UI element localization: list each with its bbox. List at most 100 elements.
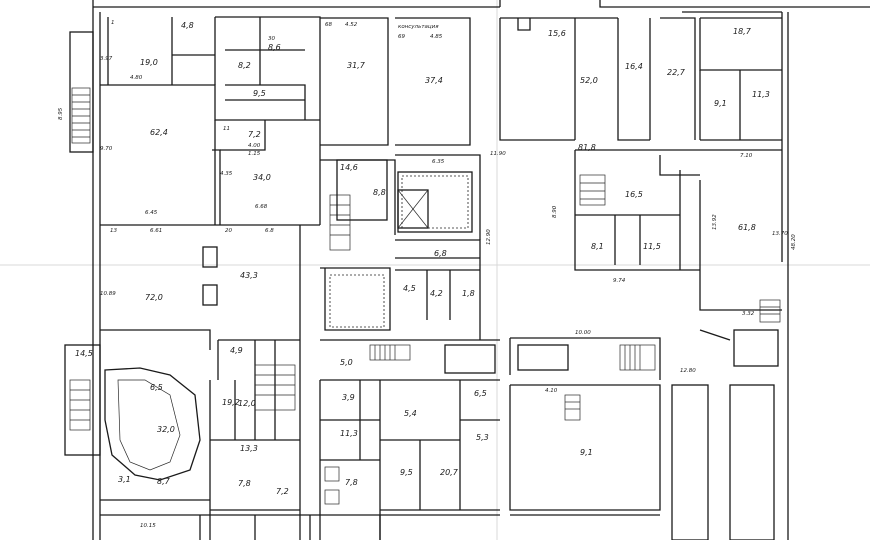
dimension-labels: 48.20 8.95 10.00 6.35 11.90 8.90 12.90 1… [58, 107, 797, 529]
room-label: 13,3 [240, 444, 258, 453]
room-label: 8,2 [238, 61, 251, 70]
bay-window [100, 367, 210, 501]
room-label: 5,3 [476, 433, 489, 442]
room-label: 62,4 [150, 128, 168, 137]
right-upper-block [499, 17, 782, 323]
room-dim: 6.45 [145, 210, 158, 216]
dim-label: 9.74 [613, 278, 626, 284]
room-label: 6,5 [474, 389, 487, 398]
room-label: 19,0 [140, 58, 158, 67]
room-dim: 4.00 [248, 143, 261, 149]
room-label: 11,3 [340, 429, 358, 438]
room-label: 81,8 [578, 143, 596, 152]
dim-label: 6.35 [432, 159, 445, 165]
room-dim: 6.8 [265, 228, 274, 234]
room-label: 5,0 [340, 358, 353, 367]
room-label: 4,5 [403, 284, 416, 293]
room-label: 8,8 [373, 188, 386, 197]
room-label: 3,1 [118, 475, 131, 484]
room-label: 15,6 [548, 29, 566, 38]
central-corridor [320, 17, 500, 341]
room-dim: 4.52 [345, 22, 358, 28]
left-annex-top [69, 31, 94, 153]
room-label: 4,9 [230, 346, 243, 355]
room-label: 20,7 [440, 468, 459, 477]
left-block-walls [100, 16, 321, 226]
room-label: 8,6 [268, 43, 281, 52]
dim-label: 12.90 [486, 229, 492, 245]
room-label: 16,4 [625, 62, 643, 71]
room-number: 11 [223, 126, 230, 132]
dim-label: 12.80 [680, 368, 696, 374]
room-label: 22,7 [667, 68, 686, 77]
room-label: 12,0 [238, 399, 256, 408]
room-label: 7,2 [276, 487, 289, 496]
room-label: 5,4 [404, 409, 417, 418]
dim-label: 10.15 [140, 523, 156, 529]
room-number: 13 [110, 228, 117, 234]
room-dim: 6.68 [255, 204, 268, 210]
room-label: 4,8 [181, 21, 194, 30]
room-label: 3,9 [342, 393, 355, 402]
lower-central-blocks [319, 344, 500, 540]
room-label: 34,0 [253, 173, 271, 182]
dim-label: 11.90 [490, 151, 506, 157]
room-number: 20 [225, 228, 232, 234]
dim-label: 7.10 [740, 153, 753, 159]
corridor-dim: 10.00 [575, 330, 591, 336]
room-label: 7,8 [238, 479, 251, 488]
room-dim: 13.70 [772, 231, 788, 237]
room-dim: 4.35 [220, 171, 233, 177]
left-annex-bottom [64, 344, 101, 456]
room-dim: 3.97 [100, 56, 113, 62]
room-label: 9,5 [253, 89, 266, 98]
room-dim: 1.15 [248, 151, 261, 157]
room-label: 8,1 [591, 242, 604, 251]
room-label: 72,0 [145, 293, 163, 302]
room-label: 4,2 [430, 289, 443, 298]
right-lower-block [509, 329, 779, 540]
room-label: 7,2 [248, 130, 261, 139]
room-dim: 4.10 [545, 388, 558, 394]
total-height-dim: 48.20 [791, 234, 797, 250]
room-labels: 19,0 1 3.97 4.80 62,4 9.70 6.45 34,0 11 … [75, 20, 788, 496]
room-label: 37,4 [425, 76, 443, 85]
room-label: 19,2 [222, 398, 240, 407]
room-label: 16,5 [625, 190, 643, 199]
room-number: 68 [325, 22, 332, 28]
consult-label: консультация [398, 24, 439, 30]
dim-label: 3.32 [742, 311, 755, 317]
room-label: 14,5 [75, 349, 93, 358]
room-label: 6,5 [150, 383, 163, 392]
room-label: 18,7 [733, 27, 752, 36]
room-label: 52,0 [580, 76, 598, 85]
room-label: 8,7 [157, 477, 171, 486]
room-label: 1,8 [462, 289, 475, 298]
dim-label: 8.90 [552, 205, 558, 218]
room-label: 61,8 [738, 223, 756, 232]
room-label: 43,3 [240, 271, 258, 280]
room-label: 14,6 [340, 163, 358, 172]
room-number: 1 [111, 20, 115, 26]
room-label: 32,0 [157, 425, 175, 434]
room-number: 69 [398, 34, 405, 40]
room-label: 9,1 [580, 448, 593, 457]
bottom-strip [100, 514, 660, 540]
room-dim: 6.61 [150, 228, 162, 234]
room-label: 31,7 [347, 61, 366, 70]
room-label: 7,8 [345, 478, 358, 487]
central-left-block [100, 225, 301, 540]
room-label: 6,8 [434, 249, 447, 258]
room-label: 9,5 [400, 468, 413, 477]
dim-label: 13.92 [712, 214, 718, 230]
room-dim: 9.70 [100, 146, 113, 152]
left-height-dim: 8.95 [58, 107, 64, 120]
room-label: 11,3 [752, 90, 770, 99]
room-dim: 4.80 [130, 75, 143, 81]
room-number: 30 [268, 36, 275, 42]
room-dim: 10.89 [100, 291, 116, 297]
room-label: 11,5 [643, 242, 661, 251]
room-dim: 4.85 [430, 34, 443, 40]
room-label: 9,1 [714, 99, 727, 108]
